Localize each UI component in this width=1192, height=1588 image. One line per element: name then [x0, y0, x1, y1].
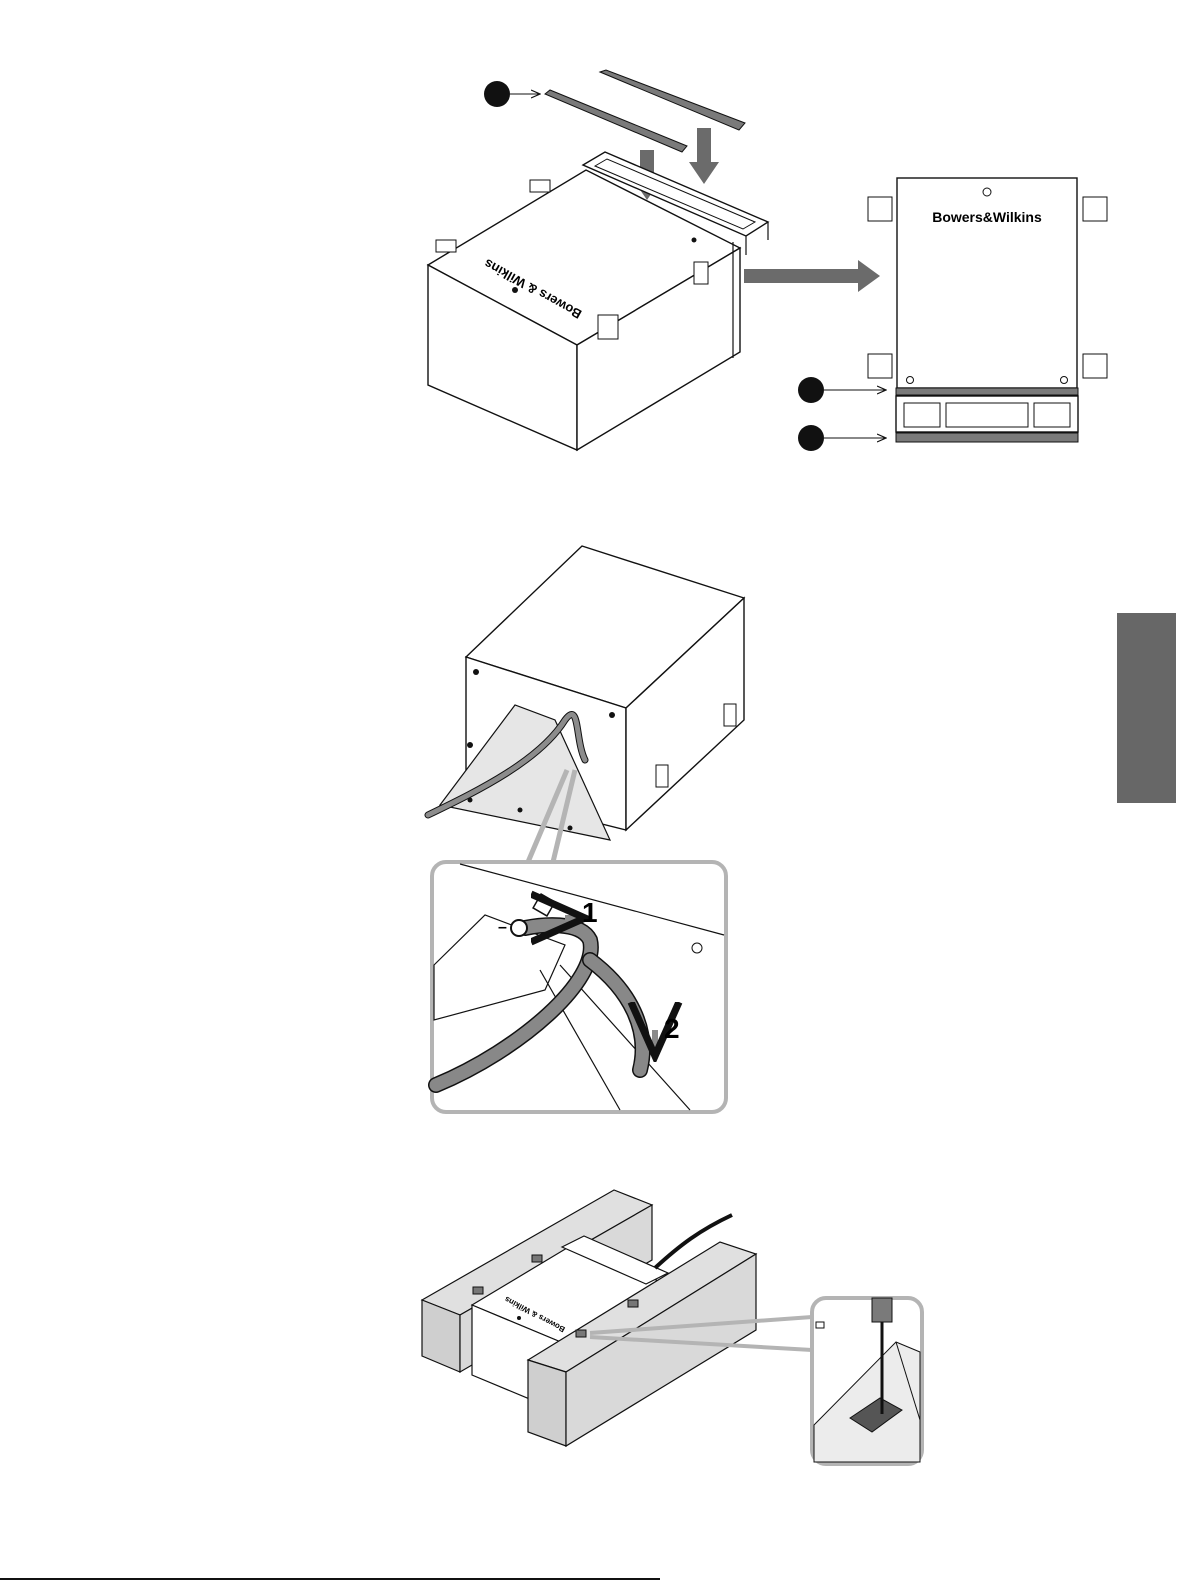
section-tab	[1117, 613, 1176, 803]
bottom-rule	[0, 1578, 660, 1580]
gasket-strip-front	[896, 388, 1078, 395]
figure-3-mounting: Bowers & Wilkins	[422, 1190, 922, 1464]
right-arrow-icon	[744, 260, 880, 292]
step-2-label: 2	[664, 1013, 680, 1044]
callout-dot-icon	[484, 81, 510, 107]
figure-1-gaskets: Bowers & Wilkins Bowers&Wilkins	[428, 70, 1107, 451]
callout-dot-icon	[798, 425, 824, 451]
figure-2-cable: – 1 2	[428, 546, 744, 1112]
front-panel-logo: Bowers&Wilkins	[932, 209, 1042, 225]
callout-dot-icon	[798, 377, 824, 403]
gasket-strip-bottom	[896, 433, 1078, 442]
down-arrow-icon	[689, 128, 719, 184]
minus-label: –	[498, 919, 507, 936]
step-1-label: 1	[582, 897, 598, 928]
